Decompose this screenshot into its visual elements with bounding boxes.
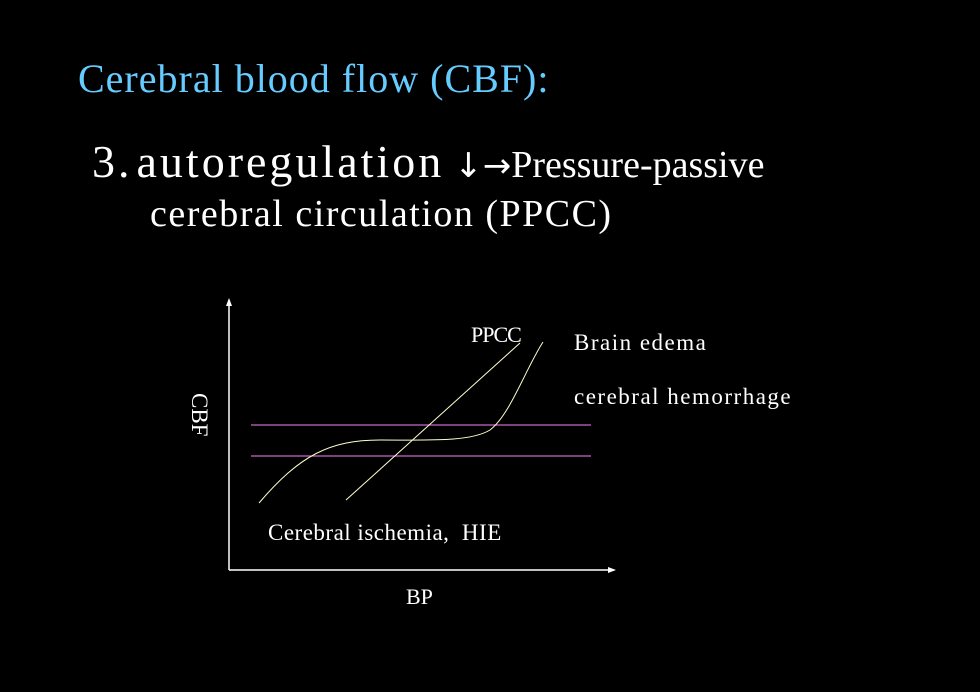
point-text: autoregulation (136, 136, 445, 187)
point-result: Pressure-passive (511, 144, 765, 186)
point-number: 3. (92, 136, 133, 187)
x-axis-label: BP (406, 584, 433, 609)
x-axis-arrow-icon (608, 567, 616, 573)
upper-effect-label-1: Brain edema (574, 330, 708, 355)
ppcc-label: PPCC (471, 322, 522, 347)
down-right-arrows-icon: ↓→ (454, 146, 512, 186)
slide-title: Cerebral blood flow (CBF): (78, 56, 550, 101)
autoregulation-curve (258, 341, 544, 504)
point-line: 3. autoregulation ↓→Pressure-passive (92, 135, 764, 188)
y-axis-arrow-icon (226, 298, 232, 306)
lower-effect-label: Cerebral ischemia, HIE (268, 520, 502, 545)
point-continuation: cerebral circulation (PPCC) (150, 193, 613, 235)
ppcc-line (345, 342, 521, 501)
y-axis-label: CBF (187, 393, 212, 437)
upper-effect-label-2: cerebral hemorrhage (574, 384, 793, 409)
